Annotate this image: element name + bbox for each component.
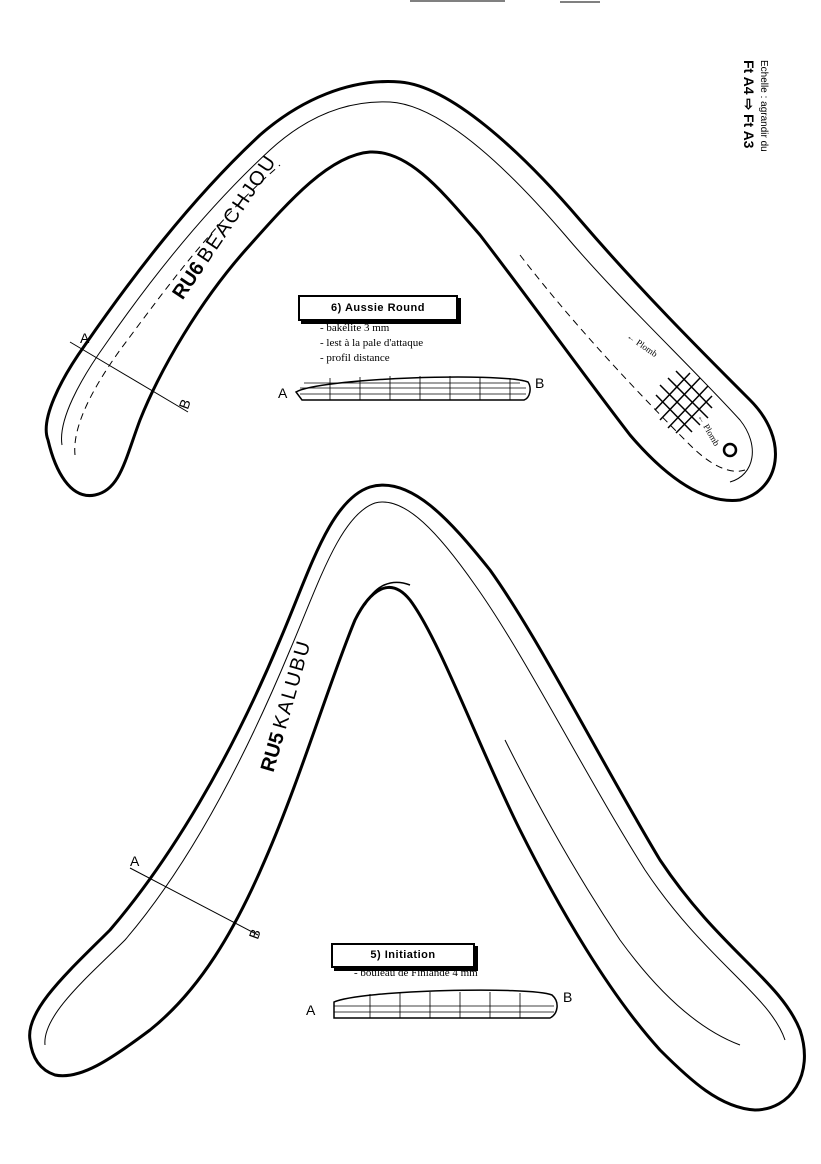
ru6-title-box: 6) Aussie Round <box>298 295 458 321</box>
scale-note: Echelle : agrandir du Ft A4 ⇨ Ft A3 <box>740 60 770 220</box>
ru5-profile-a-label: A <box>306 1002 316 1018</box>
scale-note-line1: Echelle : agrandir du <box>758 60 769 152</box>
ru6-specs: - bakélite 3 mm - lest à la pale d'attaq… <box>320 321 500 366</box>
ru5-inner-leading <box>364 581 411 606</box>
ru5-title-box: 5) Initiation <box>331 943 475 968</box>
scale-note-line2: Ft A4 ⇨ Ft A3 <box>741 60 757 149</box>
ru6-spec-item: - bakélite 3 mm <box>320 322 390 334</box>
ru6-outline <box>44 80 777 502</box>
ru5-inner-bevel <box>44 501 786 1046</box>
ru6-section-line <box>69 341 189 413</box>
ru6-profile <box>294 376 531 401</box>
ru5-profile <box>333 989 558 1019</box>
ru5-section-a-label: A <box>130 853 140 869</box>
ru6-dashed-edge <box>74 164 281 456</box>
ru6-spec-item: - profil distance <box>320 352 390 364</box>
ru5-section-line <box>129 867 259 936</box>
ru5-profile-b-label: B <box>563 989 573 1005</box>
ru6-inner-bevel <box>61 101 753 483</box>
ru6-profile-a-label: A <box>278 385 288 401</box>
ru6-spec-item: - lest à la pale d'attaque <box>320 337 424 349</box>
ru5-specs: - bouleau de Finlande 4 mm <box>354 966 534 981</box>
ru6-profile-b-label: B <box>535 375 545 391</box>
ru6-section-a-label: A <box>80 330 90 346</box>
ru6-weight-hatch <box>654 370 713 434</box>
ru6-hole <box>722 442 738 458</box>
ru5-spec-item: - bouleau de Finlande 4 mm <box>354 967 478 979</box>
ru5-bevel-right <box>504 739 741 1046</box>
ru5-outline <box>28 483 806 1112</box>
